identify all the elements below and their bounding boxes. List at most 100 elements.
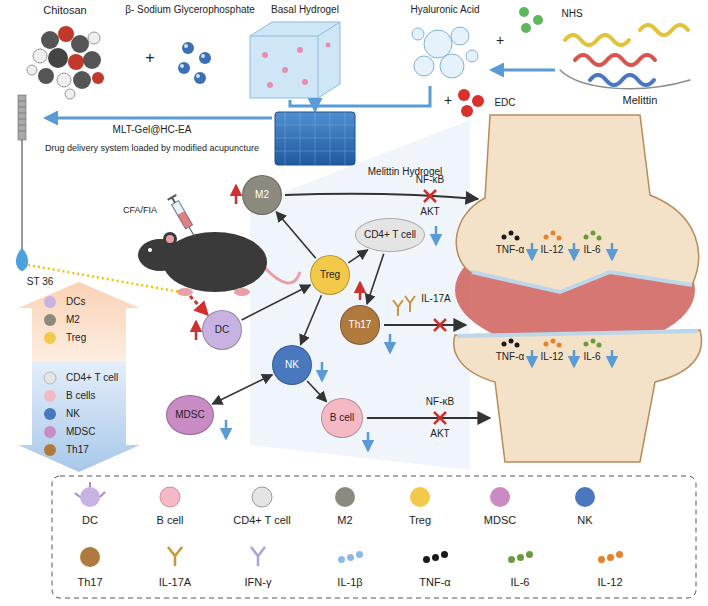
cytokine-dots	[502, 342, 507, 347]
hyaluronic-acid	[424, 30, 452, 58]
melittin-protein	[640, 25, 688, 35]
glycerophosphate-dots	[182, 42, 194, 54]
cell-connector	[367, 254, 384, 304]
process-arrows	[46, 117, 272, 120]
basal-hydrogel	[302, 79, 308, 85]
cell-connector	[276, 212, 316, 258]
annotation-label: IL-12	[540, 351, 565, 363]
legend-label: B cell	[157, 514, 184, 527]
trend-band	[44, 372, 56, 384]
cell-connector	[212, 375, 272, 404]
melittin-hydrogel	[275, 112, 355, 165]
block-cross	[424, 190, 446, 424]
legend-label: Treg	[409, 514, 431, 527]
legend-swatch	[432, 554, 439, 561]
trend-arrows	[611, 243, 614, 259]
cell-connector	[242, 285, 311, 320]
legend-label: Th17	[77, 576, 102, 589]
cytokine-dots	[515, 343, 520, 348]
annotation-label: β- Sodium Glycerophosphate	[125, 4, 255, 16]
knee-joint	[472, 272, 692, 292]
il17a-antibody	[405, 296, 415, 312]
joint-arrows	[367, 417, 490, 419]
trend-arrows	[531, 350, 534, 366]
block-cross	[424, 190, 436, 202]
joint-arrows	[384, 324, 466, 326]
legend-icons	[80, 487, 100, 507]
syringe	[168, 195, 200, 240]
syringe	[189, 227, 195, 237]
cytokine-dots	[557, 343, 562, 348]
annotation-label: Hyaluronic Acid	[411, 4, 480, 16]
legend-swatch	[517, 554, 524, 561]
trend-band	[18, 362, 140, 472]
annotation-label: M2	[66, 314, 80, 326]
cytokine-dots	[584, 235, 589, 240]
mouse	[234, 288, 250, 296]
trend-arrows	[235, 186, 238, 204]
cell-node: NK	[272, 345, 312, 385]
cell-node: CD4+ T cell	[355, 218, 425, 252]
legend-icons	[490, 487, 510, 507]
cytokine-dots	[591, 339, 596, 344]
chitosan-molecule	[92, 72, 104, 84]
mouse	[163, 232, 177, 246]
joint-arrows	[285, 194, 478, 199]
trend-arrows	[321, 362, 324, 380]
trend-arrows	[359, 283, 362, 300]
legend-frame	[52, 476, 696, 598]
annotation-label: NK	[66, 408, 80, 420]
knee-joint	[454, 115, 702, 462]
annotation-label: MDSC	[66, 426, 95, 438]
cytokine-dots	[509, 231, 514, 236]
mouse	[148, 248, 152, 252]
trend-band	[18, 282, 140, 472]
chitosan-molecule	[68, 54, 84, 70]
glycerophosphate-dots	[180, 64, 184, 68]
mouse	[265, 268, 300, 283]
trend-band	[44, 390, 56, 402]
cell-node: M2	[242, 175, 282, 215]
annotation-label: CD4+ T cell	[66, 372, 118, 384]
basal-hydrogel	[267, 82, 273, 88]
annotation-label: NF-κB	[416, 174, 444, 186]
trend-arrows	[195, 322, 198, 340]
mouse	[138, 239, 182, 271]
chitosan-molecule	[65, 89, 75, 99]
chitosan-molecule	[57, 73, 71, 87]
cell-label: NK	[285, 359, 299, 371]
cell-connector	[307, 381, 326, 402]
melittin-protein	[590, 75, 654, 85]
hyaluronic-acid	[440, 54, 464, 78]
chitosan-molecule	[27, 65, 37, 75]
cytokine-dots	[591, 231, 596, 236]
annotation-label: B cells	[66, 390, 95, 402]
trend-arrows	[531, 243, 534, 259]
melittin-protein	[575, 55, 655, 65]
trend-arrows	[573, 350, 576, 366]
glycerophosphate-dots	[196, 74, 200, 78]
cytokine-dots	[551, 231, 556, 236]
chitosan-molecule	[33, 49, 47, 63]
trend-band	[18, 282, 140, 362]
edc-dots	[458, 89, 470, 101]
block-cross	[434, 412, 446, 424]
cell-label: DC	[215, 324, 229, 336]
acupuncture-needle	[16, 95, 28, 271]
nhs-dots	[533, 15, 543, 25]
legend-label: IFN-γ	[245, 576, 272, 589]
cytokine-dots	[544, 342, 549, 347]
chitosan-molecule	[58, 26, 74, 42]
melittin-protein	[560, 70, 690, 89]
annotation-label: Melittin	[623, 94, 658, 107]
process-arrows	[290, 86, 430, 106]
hyaluronic-acid	[466, 50, 478, 62]
trend-arrows	[573, 243, 576, 259]
trend-arrows	[389, 334, 392, 352]
chitosan-molecule	[73, 71, 91, 89]
trend-arrows	[611, 350, 614, 366]
trend-band	[44, 444, 56, 456]
mouse	[177, 288, 193, 296]
